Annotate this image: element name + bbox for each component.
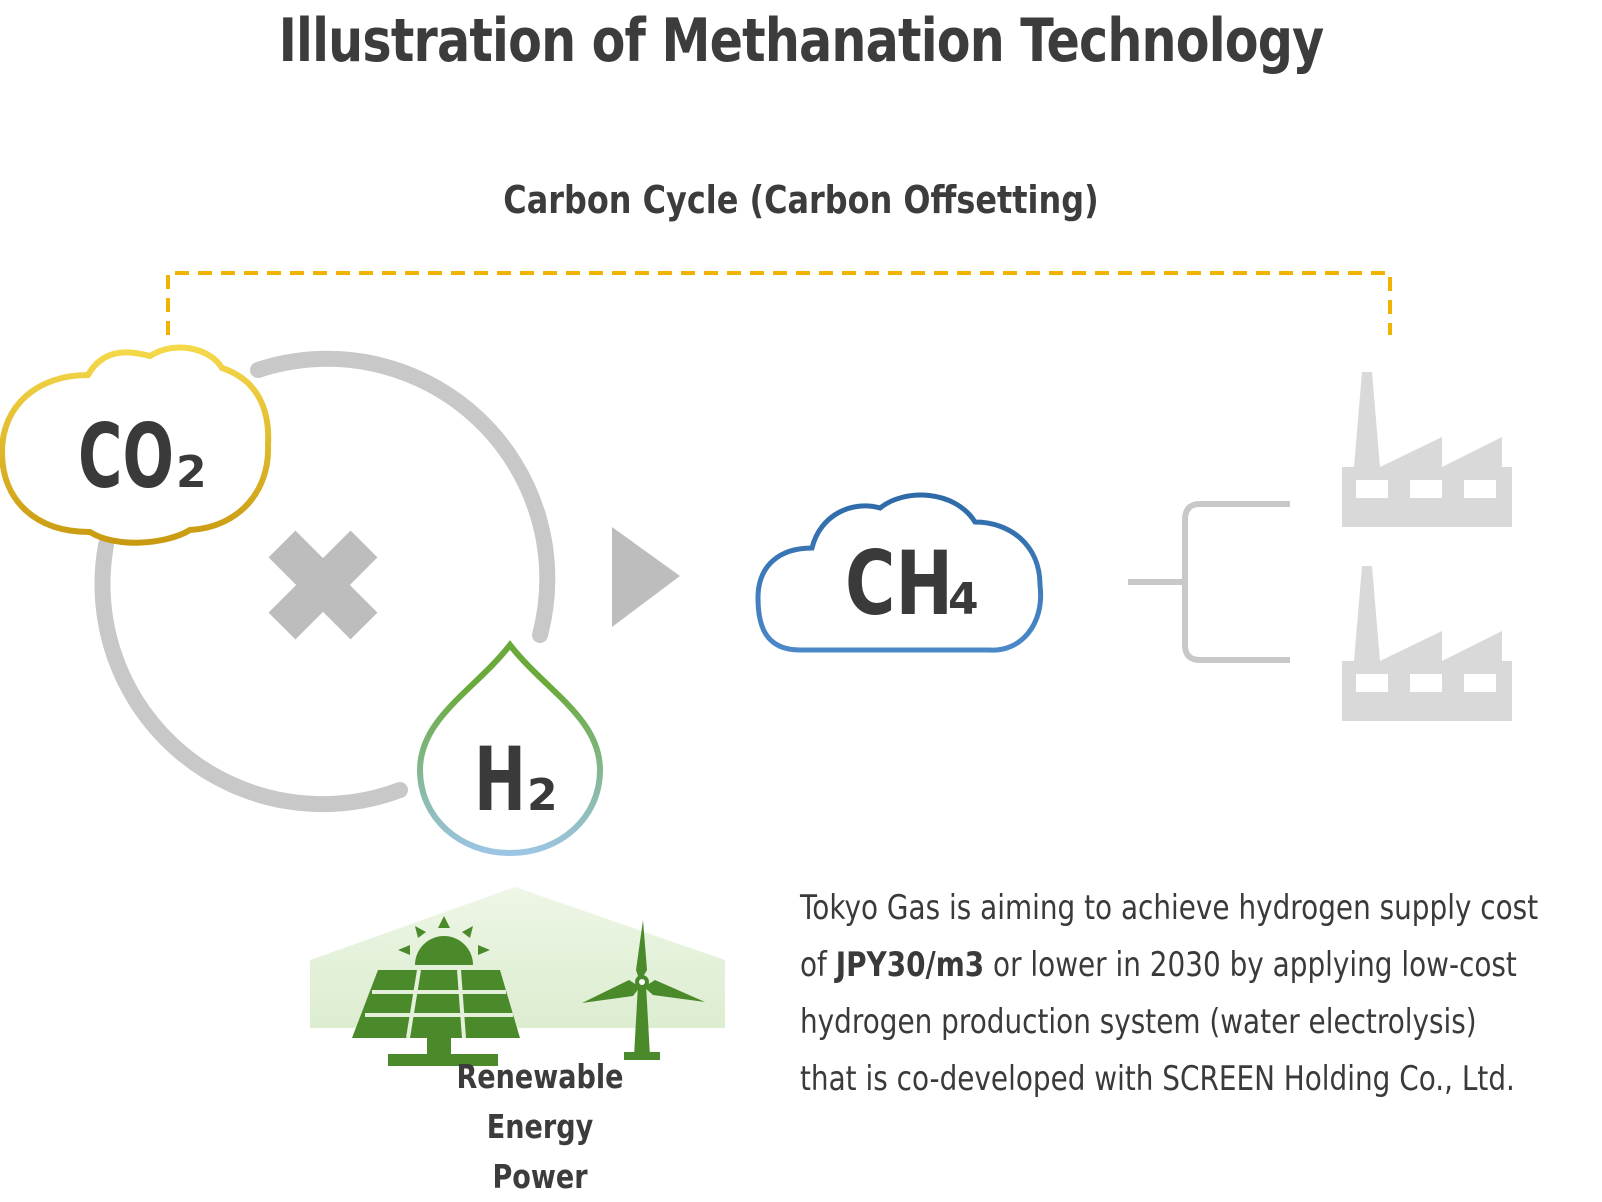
- description-line4: that is co-developed with SCREEN Holding…: [800, 1059, 1515, 1099]
- reaction-cycle-ring: [94, 350, 556, 813]
- page-title: Illustration of Methanation Technology: [278, 6, 1325, 76]
- sun-icon: [398, 916, 490, 965]
- h2-subscript: 2: [527, 770, 558, 821]
- renewable-label-line1: Renewable Energy: [456, 1057, 624, 1146]
- carbon-cycle-label: Carbon Cycle (Carbon Offsetting): [503, 178, 1099, 222]
- ch4-subscript: 4: [948, 574, 979, 625]
- co2-subscript: 2: [176, 447, 207, 498]
- cost-target: JPY30/m3: [835, 945, 985, 985]
- description-line1: Tokyo Gas is aiming to achieve hydrogen …: [800, 888, 1539, 928]
- description-line2-pre: of: [800, 945, 836, 985]
- methanation-diagram: CO 2 H 2 CH 4: [0, 271, 1512, 1066]
- description-text: Tokyo Gas is aiming to achieve hydrogen …: [800, 880, 1580, 1108]
- factory-connector: [1128, 501, 1290, 663]
- ch4-cloud: CH 4: [755, 492, 1044, 653]
- factory-icon: [1342, 372, 1512, 527]
- renewable-label-line2: Power: [492, 1157, 588, 1196]
- solar-panel-icon: [352, 969, 520, 1066]
- co2-cloud: CO 2: [0, 344, 272, 546]
- h2-formula: H: [474, 728, 526, 831]
- carbon-cycle-dashed-line: [166, 271, 1392, 335]
- description-line2: of JPY30/m3 or lower in 2030 by applying…: [800, 937, 1517, 994]
- factory-icon: [1342, 566, 1512, 721]
- wind-turbine-icon: [582, 920, 705, 1060]
- description-line3: hydrogen production system (water electr…: [800, 1002, 1477, 1042]
- arrow-right-icon: [612, 527, 680, 627]
- cross-icon: [268, 530, 378, 640]
- co2-formula: CO: [78, 405, 174, 508]
- h2-droplet: H 2: [416, 640, 604, 857]
- renewable-energy-label: Renewable Energy Power: [401, 1052, 680, 1202]
- description-line2-post: or lower in 2030 by applying low-cost: [984, 945, 1517, 985]
- ch4-formula: CH: [845, 532, 953, 635]
